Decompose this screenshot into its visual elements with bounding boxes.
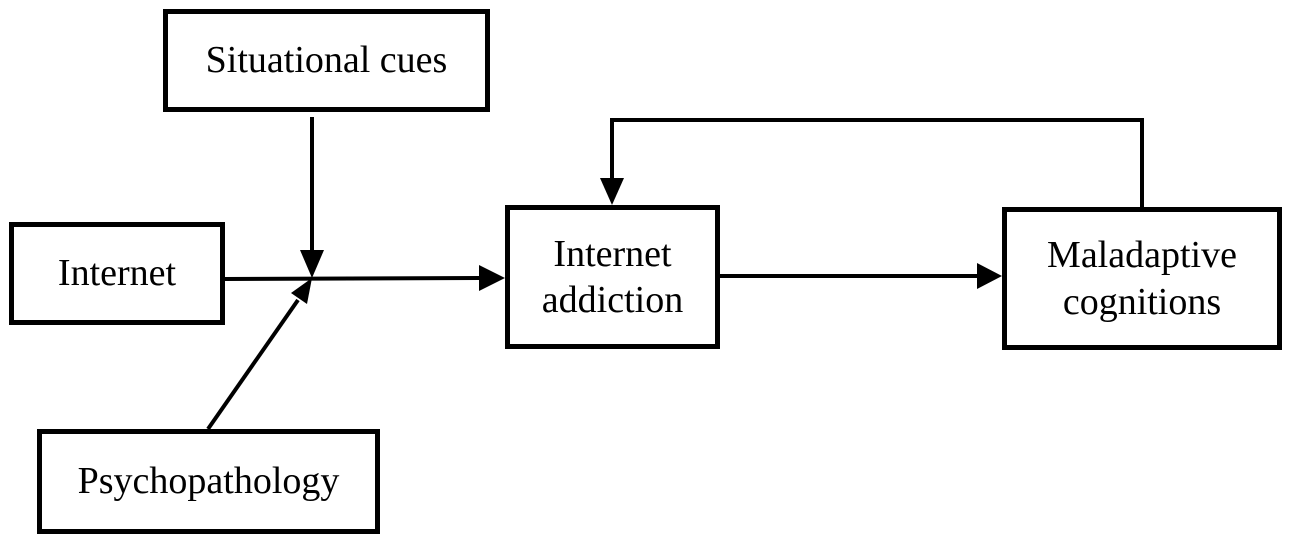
node-maladaptive-cognitions: Maladaptive cognitions [1002,207,1282,350]
arrowhead-maladaptive-to-addiction [600,178,624,205]
arrowhead-addiction-to-maladaptive [977,263,1002,289]
node-psychopathology: Psychopathology [37,429,380,534]
arrowhead-internet-to-addiction [479,265,505,291]
node-label-line-1: Maladaptive [1047,234,1237,277]
node-label-line-2: addiction [541,279,684,321]
arrowhead-situational-to-junction [300,250,324,278]
node-label: Psychopathology [77,460,340,503]
node-label: Situational cues [205,39,448,82]
node-label: Internet [57,252,177,295]
edge-maladaptive-to-addiction [610,118,1144,207]
edge-psychopathology-to-junction [206,298,300,431]
node-situational-cues: Situational cues [163,9,490,112]
node-internet-addiction: Internet addiction [505,205,720,349]
arrowhead-psychopathology-to-junction [291,278,312,304]
edge-internet-to-addiction [224,276,481,281]
node-label-line-2: cognitions [1062,280,1222,323]
node-internet: Internet [9,222,225,325]
node-label-line-1: Internet [553,232,672,275]
